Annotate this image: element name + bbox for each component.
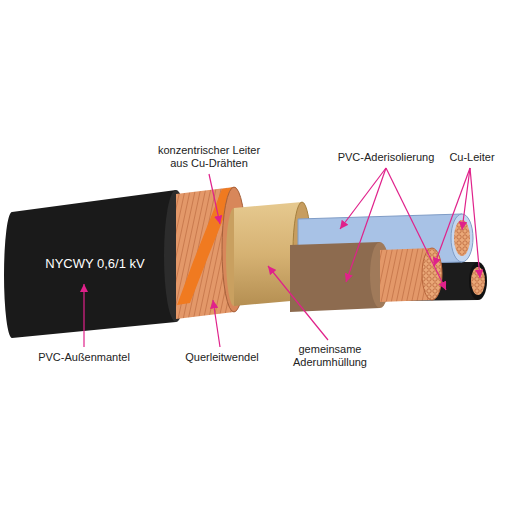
outer-jacket — [4, 190, 176, 338]
leader-line — [470, 168, 480, 278]
leader-line — [209, 174, 220, 224]
part-label: PVC-Aderisolierung — [338, 151, 435, 164]
blue-core-end — [451, 214, 473, 262]
part-label: Querleitwendel — [185, 351, 258, 364]
leader-line — [83, 284, 84, 347]
leader-line — [346, 168, 386, 282]
leader-line — [268, 266, 328, 340]
black-core-copper — [471, 267, 485, 295]
brown-core — [290, 242, 380, 312]
leader-line — [386, 168, 446, 290]
cable-type-label: NYCWY 0,6/1 kV — [45, 256, 144, 271]
leader-line — [213, 300, 220, 347]
part-label: gemeinsame Aderumhüllung — [286, 343, 374, 369]
part-label: konzentrischer Leiter aus Cu-Drähten — [148, 144, 270, 170]
black-core-end — [469, 262, 487, 300]
part-label: Cu-Leiter — [449, 151, 494, 164]
brown-core-copper — [422, 248, 442, 300]
part-label: PVC-Außenmantel — [38, 351, 130, 364]
leader-line — [340, 168, 386, 229]
leader-line — [434, 168, 470, 266]
